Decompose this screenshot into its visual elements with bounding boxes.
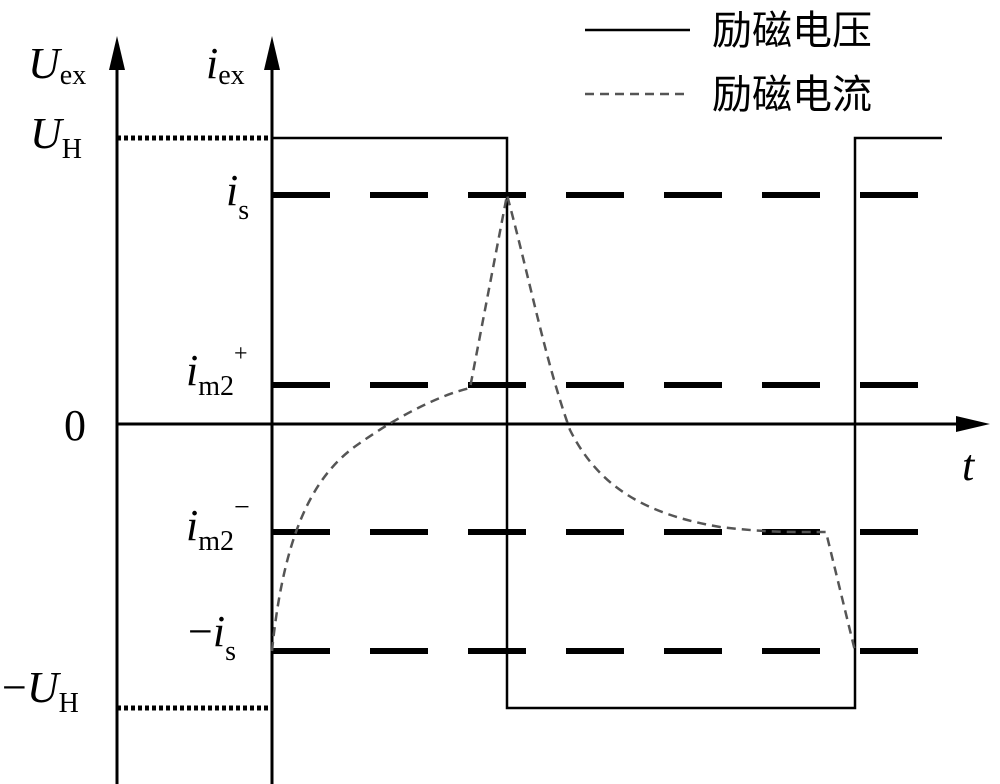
is-label: is: [226, 166, 249, 226]
im2-minus-label: im2−: [186, 492, 250, 557]
voltage-axis-label: Uex: [28, 39, 86, 91]
voltage-axis-arrow: [109, 36, 125, 70]
time-axis-arrow: [956, 416, 990, 432]
im2-plus-label: im2+: [186, 341, 248, 402]
legend: 励磁电压 励磁电流: [585, 8, 872, 118]
excitation-current-waveform: [270, 194, 857, 652]
neg-is-label: −is: [188, 607, 236, 667]
excitation-voltage-waveform: [272, 136, 942, 710]
legend-current-label: 励磁电流: [712, 72, 872, 118]
current-axis-label: iex: [206, 39, 245, 91]
zero-label: 0: [64, 401, 86, 450]
current-axis-arrow: [264, 36, 280, 70]
neg-uh-label: −UH: [2, 663, 79, 719]
time-axis-label: t: [962, 441, 976, 490]
legend-voltage-label: 励磁电压: [712, 8, 872, 54]
uh-label: UH: [30, 109, 82, 165]
